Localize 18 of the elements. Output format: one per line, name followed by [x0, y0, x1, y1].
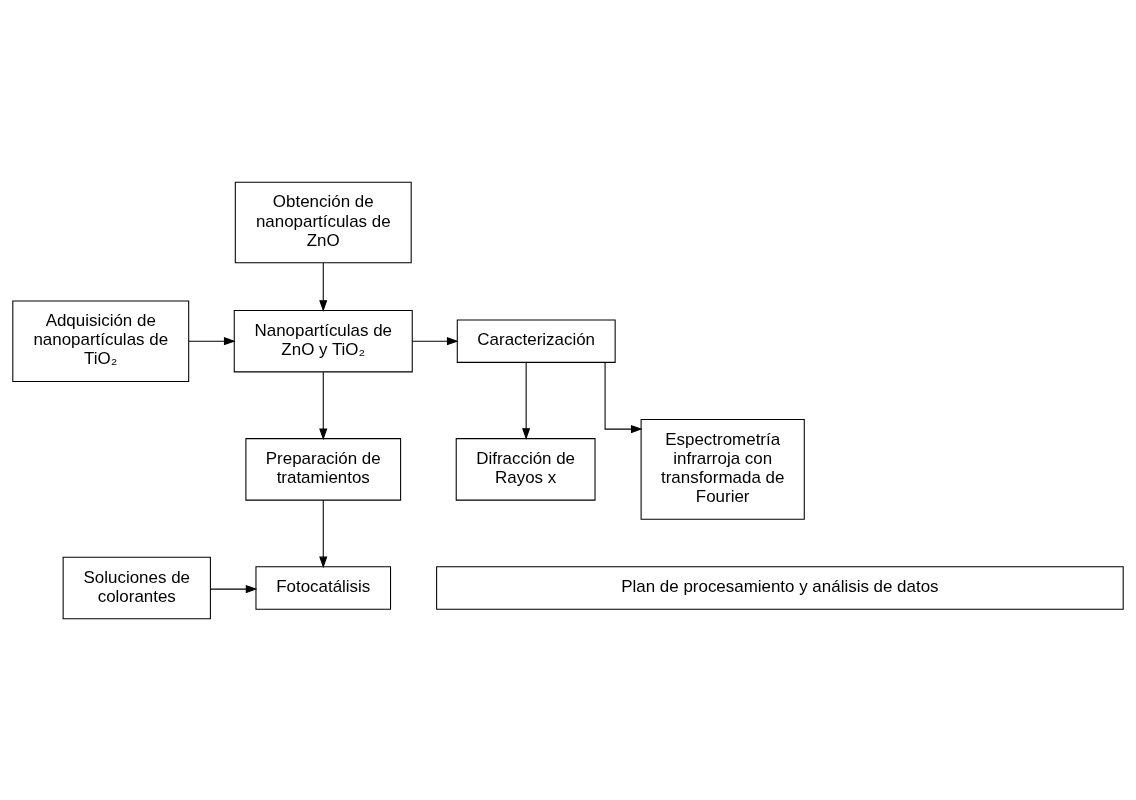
node-box: Difracción de Rayos x [455, 437, 596, 501]
node-box: Espectrometría infrarroja con transformada de Fourier [640, 418, 805, 520]
arrow [319, 371, 328, 440]
node-box: Adquisición de nanopartículas de TiO₂ [12, 299, 190, 382]
arrow [319, 499, 328, 568]
node-box: Nanopartículas de ZnO y TiO₂ [233, 309, 413, 372]
arrow [411, 336, 459, 345]
arrow [522, 361, 531, 440]
node-box: Plan de procesamiento y análisis de datos [436, 565, 1124, 610]
node-box: Caracterización [456, 318, 616, 363]
node-box: Fotocatálisis [255, 565, 392, 610]
arrow [209, 584, 258, 593]
node-box: Obtención de nanopartículas de ZnO [234, 181, 412, 263]
arrow [604, 361, 643, 433]
arrow [319, 262, 328, 312]
node-box: Preparación de tratamientos [245, 437, 402, 501]
node-box: Soluciones de colorantes [62, 556, 211, 619]
arrow [188, 336, 236, 345]
